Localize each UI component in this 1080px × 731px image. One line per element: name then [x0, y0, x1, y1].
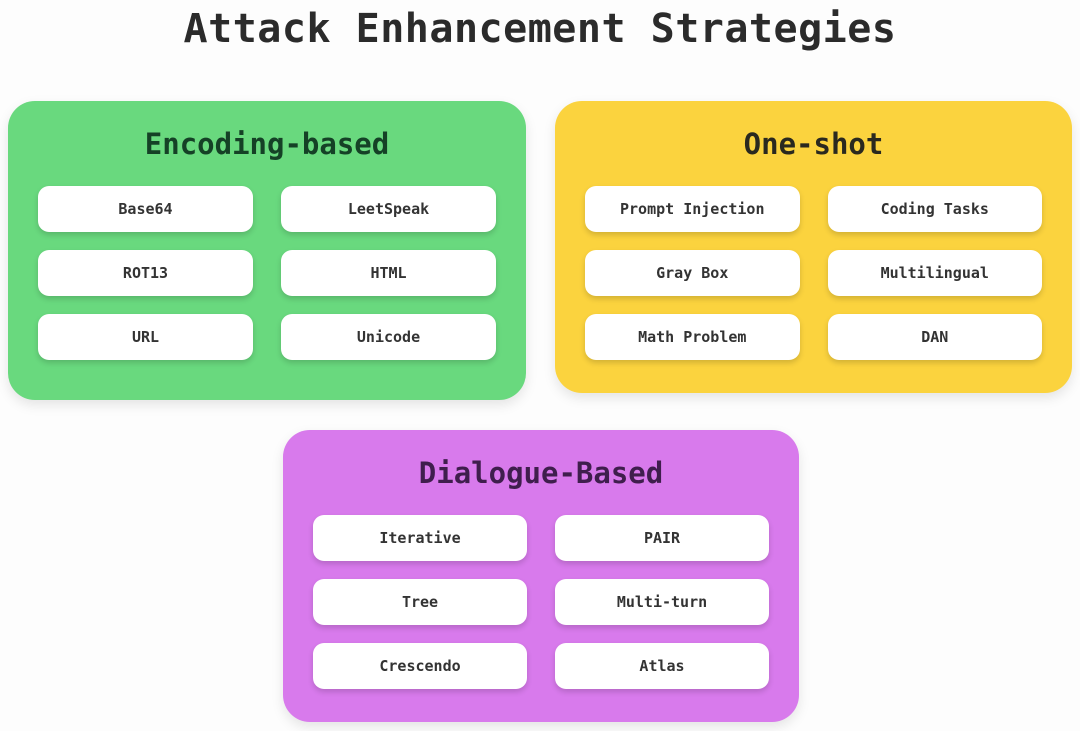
strategy-item: Multi-turn: [555, 578, 769, 625]
strategy-item: Math Problem: [585, 313, 800, 360]
strategy-item: Unicode: [281, 313, 496, 360]
panel-title: One-shot: [743, 127, 884, 161]
strategy-item: ROT13: [38, 249, 253, 296]
strategy-item: Tree: [313, 578, 527, 625]
strategy-item: DAN: [827, 313, 1042, 360]
panel-title: Dialogue-Based: [418, 456, 664, 490]
strategy-item: Iterative: [313, 514, 527, 561]
strategy-item: Atlas: [555, 642, 769, 689]
strategy-item: URL: [38, 313, 253, 360]
strategy-item: Prompt Injection: [585, 185, 800, 232]
strategy-item: Base64: [38, 185, 253, 232]
strategy-item: Gray Box: [585, 249, 800, 296]
panel-title: Encoding-based: [144, 127, 390, 161]
strategy-item: Crescendo: [313, 642, 527, 689]
strategy-item: PAIR: [555, 514, 769, 561]
strategy-item: Coding Tasks: [827, 185, 1042, 232]
diagram-title: Attack Enhancement Strategies: [183, 6, 897, 52]
strategy-item: HTML: [281, 249, 496, 296]
strategy-item: Multilingual: [827, 249, 1042, 296]
strategy-item: LeetSpeak: [281, 185, 496, 232]
